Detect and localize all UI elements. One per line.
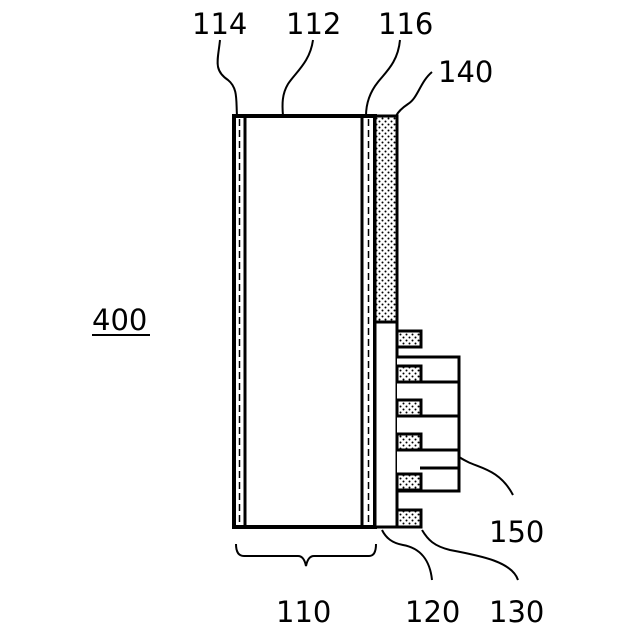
pad bbox=[397, 331, 421, 347]
label-120: 120 bbox=[405, 595, 460, 629]
leader-114 bbox=[218, 40, 237, 116]
panel-112 bbox=[234, 116, 375, 527]
pad bbox=[397, 400, 421, 416]
label-114: 114 bbox=[192, 7, 247, 41]
leader-120 bbox=[382, 530, 432, 580]
label-150: 150 bbox=[489, 515, 544, 549]
label-130: 130 bbox=[489, 595, 544, 629]
label-110: 110 bbox=[276, 595, 331, 629]
layer-140 bbox=[375, 116, 397, 322]
leader-140 bbox=[396, 72, 432, 116]
pad bbox=[397, 434, 421, 450]
leader-150 bbox=[458, 456, 513, 495]
device-label-400: 400 bbox=[92, 303, 147, 337]
pad bbox=[397, 510, 421, 527]
label-112: 112 bbox=[286, 7, 341, 41]
substrate-120 bbox=[375, 322, 397, 527]
pad bbox=[397, 474, 421, 490]
pad bbox=[397, 366, 421, 382]
brace-110 bbox=[236, 544, 376, 566]
label-140: 140 bbox=[438, 55, 493, 89]
label-116: 116 bbox=[378, 7, 433, 41]
leader-116 bbox=[366, 40, 400, 116]
leader-112 bbox=[283, 40, 313, 116]
